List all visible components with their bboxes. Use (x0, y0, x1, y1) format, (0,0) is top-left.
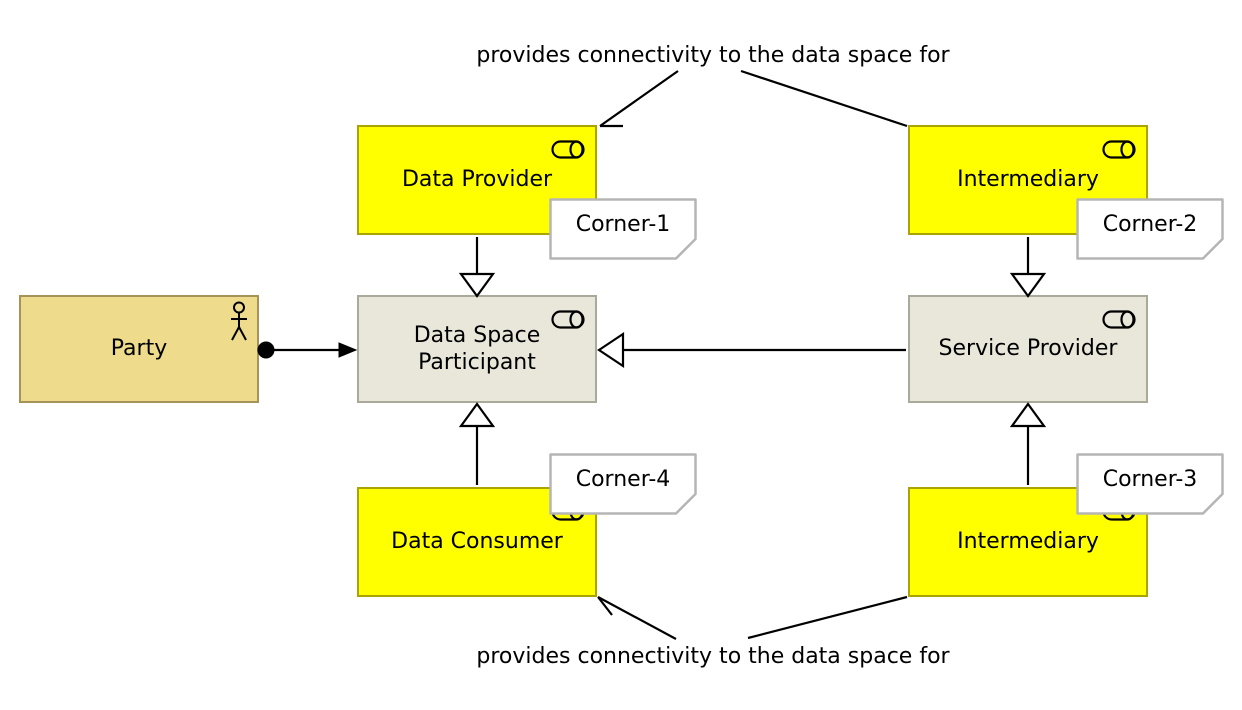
note-corner-2[interactable]: Corner-2 (1076, 198, 1224, 260)
node-service-provider[interactable]: Service Provider (908, 295, 1148, 403)
node-label: Data Space Participant (413, 322, 541, 376)
edge-label-top-to-dataprovider[interactable] (599, 70, 679, 128)
hollow-triangle-arrowhead (597, 331, 625, 369)
edge-intermediarytop-serviceprovider[interactable] (1009, 237, 1047, 298)
node-label: Data Consumer (391, 529, 563, 555)
note-shape (549, 453, 697, 515)
node-data-provider[interactable]: Data Provider (357, 125, 597, 235)
note-corner-3[interactable]: Corner-3 (1076, 453, 1224, 515)
node-data-space-participant[interactable]: Data Space Participant (357, 295, 597, 403)
edge-dataprovider-dsp[interactable] (458, 237, 496, 298)
note-label: Corner-4 (575, 466, 671, 492)
edge-label-top-to-intermediary[interactable] (740, 69, 908, 128)
hollow-triangle-arrowhead (1009, 272, 1047, 298)
note-label: Corner-3 (1102, 466, 1198, 492)
note-label: Corner-2 (1102, 211, 1198, 237)
note-label: Corner-1 (575, 211, 671, 237)
note-shape (1076, 198, 1224, 260)
edge-line[interactable] (747, 595, 908, 640)
note-corner-1[interactable]: Corner-1 (549, 198, 697, 260)
ball-endpoint (257, 341, 275, 359)
role-icon (551, 140, 585, 159)
edge-line[interactable] (599, 70, 679, 127)
edge-label-bottom-to-intermediary[interactable] (747, 595, 908, 640)
hollow-triangle-arrowhead (458, 402, 496, 428)
note-corner-4[interactable]: Corner-4 (549, 453, 697, 515)
actor-icon (231, 301, 247, 341)
role-icon (1102, 310, 1136, 329)
solid-arrowhead (338, 342, 358, 358)
edge-party-dsp[interactable] (257, 341, 358, 359)
node-label: Party (110, 336, 168, 362)
edge-intermediarybottom-serviceprovider[interactable] (1009, 402, 1047, 485)
node-label: Intermediary (957, 529, 1099, 555)
hollow-triangle-arrowhead (458, 272, 496, 298)
edge-line[interactable] (597, 596, 677, 640)
edge-dataconsumer-dsp[interactable] (458, 402, 496, 485)
edge-label-bottom-to-dataconsumer[interactable] (597, 596, 677, 640)
relationship-label-bottom: provides connectivity to the data space … (476, 644, 950, 669)
open-arrow-barb (597, 596, 613, 616)
node-label: Service Provider (938, 336, 1118, 362)
node-party[interactable]: Party (19, 295, 259, 403)
node-label: Data Provider (401, 167, 553, 193)
role-icon (551, 310, 585, 329)
role-icon (1102, 140, 1136, 159)
edge-line[interactable] (740, 69, 908, 128)
node-label: Intermediary (957, 167, 1099, 193)
note-shape (1076, 453, 1224, 515)
edge-serviceprovider-dsp[interactable] (597, 331, 906, 369)
relationship-label-top: provides connectivity to the data space … (476, 43, 950, 68)
hollow-triangle-arrowhead (1009, 402, 1047, 428)
note-shape (549, 198, 697, 260)
